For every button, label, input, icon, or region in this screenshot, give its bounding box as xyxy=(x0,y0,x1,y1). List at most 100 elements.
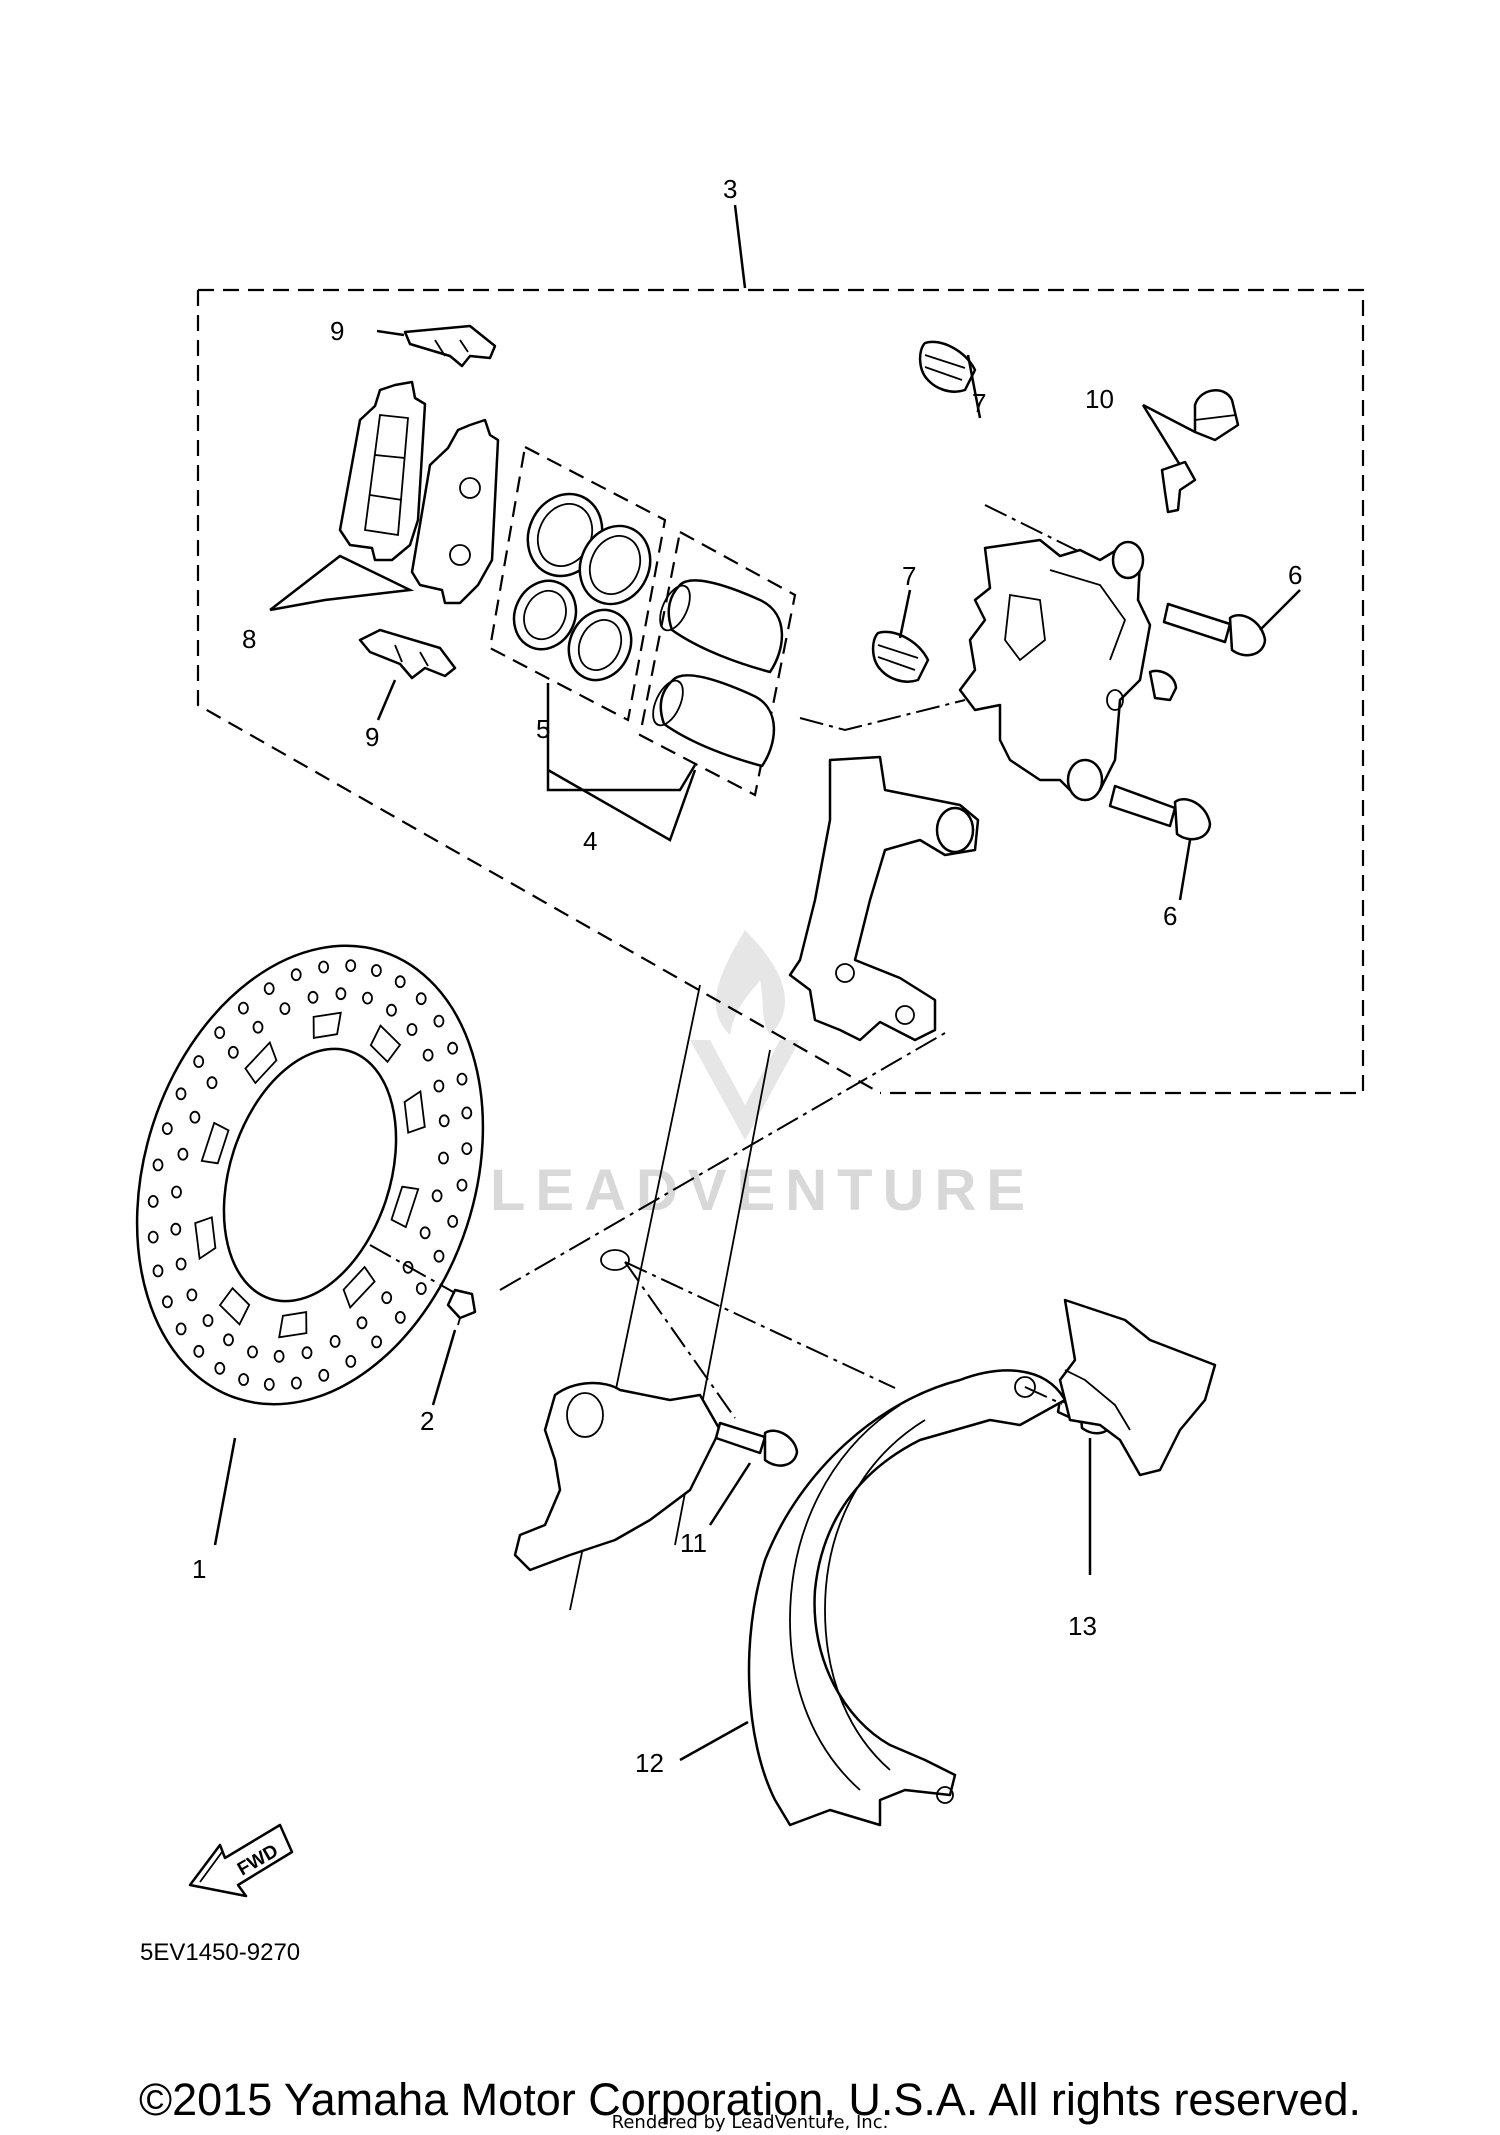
guide-fork-to-cover xyxy=(624,1261,896,1389)
piston-kit-boundary xyxy=(638,530,797,797)
disc-hole xyxy=(415,992,427,1006)
disc-slot xyxy=(244,1040,278,1085)
callout-8: 8 xyxy=(242,624,256,654)
disc-hole xyxy=(307,990,319,1004)
fork-leg-outline xyxy=(513,984,771,1611)
bracket-mount-bolt[interactable] xyxy=(714,1421,799,1467)
disc-hole xyxy=(422,1048,434,1062)
disc-hole xyxy=(189,1110,201,1124)
disc-hole xyxy=(223,1333,234,1347)
disc-bolt-guide xyxy=(369,1244,456,1294)
callout-6-bottom: 6 xyxy=(1163,901,1177,931)
callout-7-bottom: 7 xyxy=(902,561,916,591)
disc-hole xyxy=(170,1222,182,1236)
bleed-screw[interactable] xyxy=(1160,460,1197,514)
brake-caliper[interactable] xyxy=(958,538,1152,802)
disc-hole xyxy=(161,1295,173,1309)
leadventure-watermark: LEADVENTURE xyxy=(490,930,1025,1223)
callout-12: 12 xyxy=(635,1748,664,1778)
disc-hole xyxy=(433,1079,445,1093)
guide-fork-to-bolt xyxy=(624,1261,736,1419)
piston-2[interactable] xyxy=(647,674,776,768)
leader-2 xyxy=(431,1329,457,1406)
disc-slots xyxy=(194,1011,426,1339)
disc-hole xyxy=(433,1014,445,1028)
callout-13: 13 xyxy=(1068,1611,1097,1641)
caliper-bolt-upper[interactable] xyxy=(1162,602,1267,657)
disc-hole xyxy=(147,1195,159,1208)
disc-hole xyxy=(290,1376,302,1390)
brake-pad-inner[interactable] xyxy=(338,380,427,562)
seal-ring-4[interactable] xyxy=(558,600,643,691)
disc-slot xyxy=(390,1185,420,1229)
disc-hole xyxy=(381,1291,393,1305)
disc-hole xyxy=(318,960,330,974)
guide-bracket-to-fork xyxy=(499,1032,946,1291)
guide-caliper-to-piston xyxy=(799,699,966,732)
dust-boot-lower[interactable] xyxy=(871,630,930,683)
callout-3: 3 xyxy=(723,174,737,204)
disc-hole xyxy=(406,1023,418,1036)
disc-hole xyxy=(415,1282,427,1295)
disc-hole xyxy=(214,1026,226,1039)
disc-hole xyxy=(394,975,406,989)
disc-hole xyxy=(202,1314,214,1327)
callout-7-top: 7 xyxy=(972,388,986,418)
disc-hole xyxy=(394,1311,406,1324)
disc-hole xyxy=(237,1001,249,1015)
callout-4: 4 xyxy=(583,826,597,856)
disc-hole xyxy=(186,1288,198,1302)
disc-slot xyxy=(342,1265,376,1310)
disc-hole xyxy=(329,1335,341,1348)
forward-arrow-icon: FWD xyxy=(188,1823,294,1898)
disc-hole xyxy=(461,1142,473,1155)
disc-hole xyxy=(433,1249,445,1263)
guide-boot-to-caliper xyxy=(984,504,1081,553)
disc-hole xyxy=(252,1020,264,1034)
brake-disc[interactable] xyxy=(80,901,539,1450)
disc-hole xyxy=(214,1361,226,1375)
disc-hole xyxy=(345,1355,357,1368)
callout-9-top: 9 xyxy=(330,316,344,346)
callout-9-bottom: 9 xyxy=(365,722,379,752)
pad-clip-top[interactable] xyxy=(403,324,497,368)
leader-3 xyxy=(733,204,747,289)
callout-10: 10 xyxy=(1085,384,1114,414)
disc-hole xyxy=(161,1122,173,1135)
piston-1[interactable] xyxy=(654,579,784,674)
leader-11 xyxy=(708,1462,752,1526)
caliper-assembly-boundary xyxy=(196,288,1365,1095)
disc-slot xyxy=(278,1311,308,1339)
disc-slot xyxy=(194,1216,217,1261)
brake-pad-outer[interactable] xyxy=(410,418,500,605)
disc-cover[interactable] xyxy=(747,1298,1217,1827)
seal-ring-2[interactable] xyxy=(567,514,662,615)
caliper-bracket[interactable] xyxy=(788,755,980,1042)
pad-clip-bottom[interactable] xyxy=(358,628,457,680)
disc-hole xyxy=(279,1002,291,1015)
disc-hole xyxy=(402,1260,414,1274)
disc-hole xyxy=(227,1045,239,1059)
disc-hole xyxy=(371,1335,383,1349)
leader-8 xyxy=(269,554,415,612)
disc-hole xyxy=(175,1257,187,1271)
disc-slot xyxy=(312,1011,342,1039)
bracket-5 xyxy=(546,683,697,792)
disc-hole xyxy=(419,1226,431,1240)
dust-boot-upper[interactable] xyxy=(918,340,977,393)
caliper-bolt-lower[interactable] xyxy=(1108,784,1212,841)
callout-6-top: 6 xyxy=(1288,560,1302,590)
leader-6b xyxy=(1178,839,1192,901)
leader-7b xyxy=(898,589,912,639)
bleed-screw-cap[interactable] xyxy=(1193,389,1240,442)
disc-hole xyxy=(456,1178,468,1192)
bleeder-nipple[interactable] xyxy=(1148,669,1178,702)
leader-9b xyxy=(376,679,397,721)
disc-hole xyxy=(147,1230,159,1244)
disc-hole xyxy=(345,959,357,972)
disc-hole xyxy=(177,1147,189,1161)
callout-5: 5 xyxy=(536,714,550,744)
seal-ring-3[interactable] xyxy=(503,571,587,660)
disc-bolt[interactable] xyxy=(446,1288,477,1326)
